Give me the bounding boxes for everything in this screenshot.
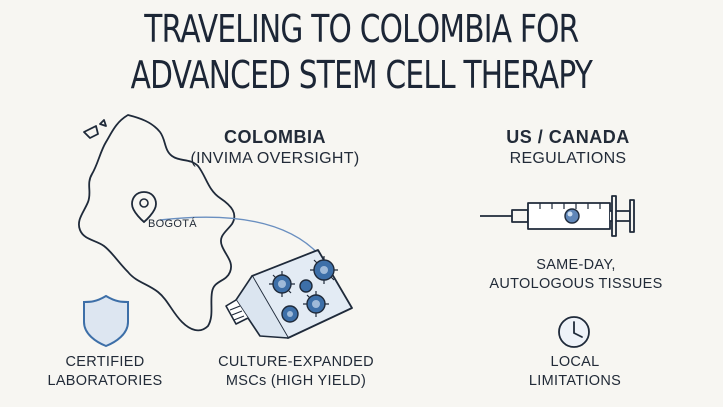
same-day-autologous-label: SAME-DAY, AUTOLOGOUS TISSUES [489,257,663,292]
title-line-2: ADVANCED STEM CELL THERAPY [130,53,593,97]
route-arc [159,216,323,259]
culture-expanded-label: CULTURE-EXPANDED MSCs (HIGH YIELD) [218,354,374,389]
local-limitations-label: LOCAL LIMITATIONS [528,354,622,389]
page-title: TRAVELING TO COLOMBIA FOR ADVANCED STEM … [79,6,643,98]
us-canada-subheading: REGULATIONS [509,150,627,167]
colombia-subheading: (INVIMA OVERSIGHT) [190,150,360,167]
map-pin-icon [131,191,157,224]
us-canada-heading: US / CANADA [506,127,630,147]
title-line-1: TRAVELING TO COLOMBIA FOR [144,7,579,51]
syringe-icon [480,195,635,237]
colombia-map-icon [78,114,236,332]
shield-icon [83,294,129,348]
culture-flask-icon [225,249,353,339]
clock-icon [558,316,590,348]
city-label-bogota: BOGOTÁ [148,218,197,230]
colombia-heading: COLOMBIA [224,127,326,147]
certified-laboratories-label: CERTIFIED LABORATORIES [47,354,163,389]
